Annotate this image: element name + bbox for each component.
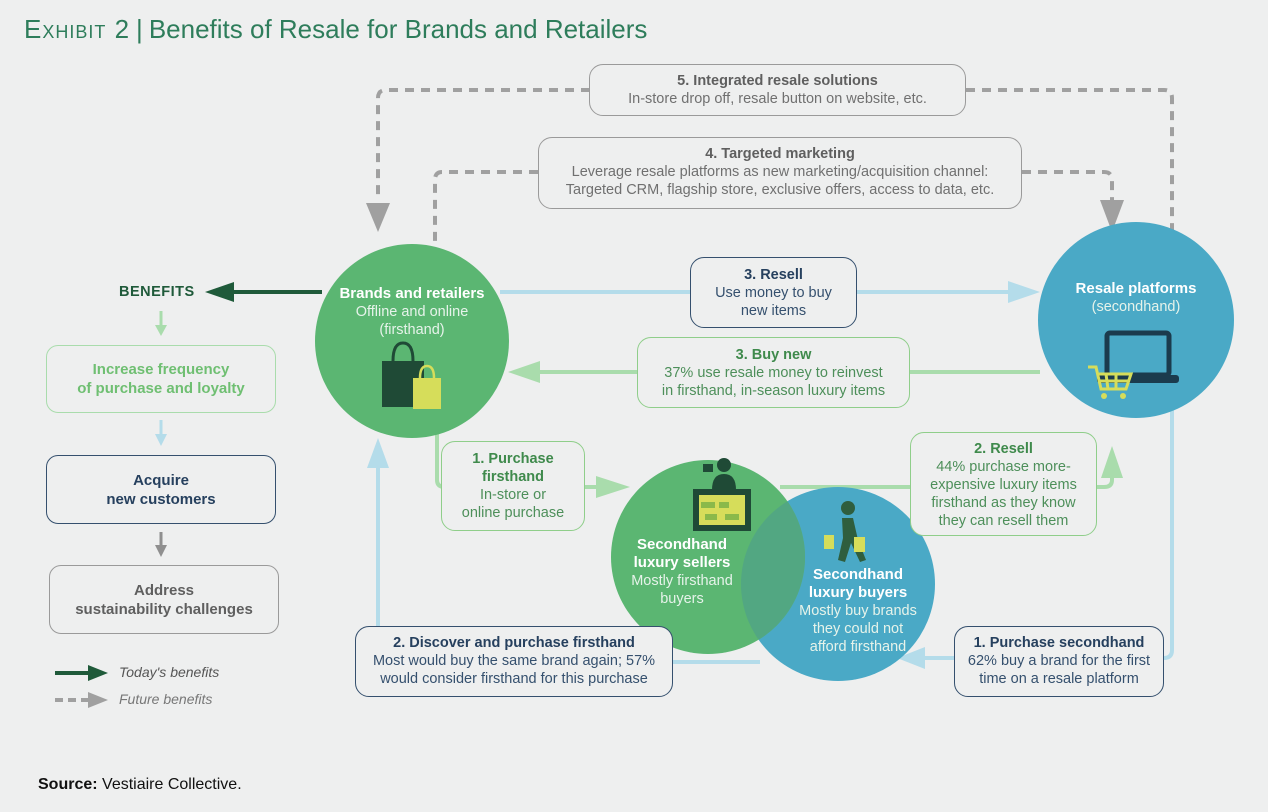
targeted-marketing-line1: Leverage resale platforms as new marketi… [571, 164, 989, 180]
purchase-firsthand-line1: In-store or [479, 487, 547, 503]
sellers-text: Secondhand luxury sellers Mostly firstha… [612, 536, 752, 608]
purchase-second-line [1150, 345, 1174, 660]
sellers-title1: Secondhand [636, 536, 727, 553]
resell-money-line2: new items [740, 303, 807, 319]
buyers-line3: afford firsthand [809, 639, 907, 655]
resell-money-line1: Use money to buy [715, 285, 832, 301]
legend-today-label: Today's benefits [119, 664, 220, 680]
buyers-title1: Secondhand [812, 566, 903, 583]
buyers-line2: they could not [812, 621, 904, 637]
resell-luxury-line3: firsthand as they know [931, 495, 1076, 511]
integrated-resale-title: 5. Integrated resale solutions [677, 73, 878, 89]
resell2-line [780, 475, 1114, 489]
purchase-secondhand-box: 1. Purchase secondhand 62% buy a brand f… [954, 626, 1164, 697]
platforms-circle [1038, 222, 1234, 418]
platforms-text: Resale platforms (secondhand) [1046, 280, 1226, 316]
sellers-line1: Mostly firsthand [631, 573, 733, 589]
buyers-text: Secondhand luxury buyers Mostly buy bran… [783, 566, 933, 656]
title-text: Benefits of Resale for Brands and Retail… [148, 14, 648, 44]
benefit-acquire-box: Acquire new customers [46, 455, 276, 524]
shop-seller-icon [693, 458, 751, 531]
benefits-arrowhead [205, 282, 234, 302]
benefit-sustainability-box: Address sustainability challenges [49, 565, 279, 634]
legend-today-arrow [55, 665, 108, 681]
discover-arrowhead [367, 438, 389, 468]
buyers-title2: luxury buyers [808, 584, 908, 601]
buy-new-line1: 37% use resale money to reinvest [664, 365, 883, 381]
resell-money-title: 3. Resell [744, 267, 803, 283]
source-text: Vestiaire Collective. [102, 776, 242, 793]
benefit-frequency-line2: of purchase and loyalty [77, 380, 245, 397]
integrated-arrowhead [366, 203, 390, 232]
purchase1-arrowhead [596, 476, 630, 498]
resell-luxury-line2: expensive luxury items [930, 477, 1077, 493]
integrated-resale-box: 5. Integrated resale solutions In-store … [589, 64, 966, 116]
targeted-arrow-right [1022, 170, 1114, 200]
walking-shopper-icon [824, 501, 866, 562]
resell2-arrowhead [1101, 446, 1123, 478]
purchase-secondhand-title: 1. Purchase secondhand [973, 635, 1145, 651]
exhibit-number: Exhibit 2 [24, 14, 131, 44]
resell-luxury-line4: they can resell them [938, 513, 1069, 529]
integrated-resale-text: In-store drop off, resale button on webs… [628, 91, 927, 107]
benefit-acquire-line2: new customers [106, 490, 216, 508]
resell3-arrowhead [1008, 281, 1040, 303]
brands-title: Brands and retailers [339, 285, 485, 302]
benefit-frequency-box: Increase frequency of purchase and loyal… [46, 345, 276, 413]
future-arrows [376, 88, 1174, 252]
benefit-acquire-line1: Acquire [133, 471, 189, 489]
benefit-connector-1-head [155, 325, 167, 336]
source-note: Source: Vestiaire Collective. [38, 776, 242, 794]
legend-future-label: Future benefits [119, 691, 213, 707]
integrated-arrow-right [966, 88, 1174, 252]
targeted-marketing-title: 4. Targeted marketing [705, 146, 855, 162]
benefit-frequency-line1: Increase frequency [92, 361, 230, 378]
platforms-title: Resale platforms [1075, 280, 1197, 297]
brands-line2: (firsthand) [379, 322, 445, 338]
benefit-connector-3-head [155, 545, 167, 557]
benefit-sustainability-line1: Address [133, 581, 195, 599]
exhibit-title: Exhibit 2|Benefits of Resale for Brands … [24, 14, 647, 45]
legend-future-arrow [55, 692, 108, 708]
purchase-secondhand-line1: 62% buy a brand for the first [967, 653, 1151, 669]
discover-purchase-box: 2. Discover and purchase firsthand Most … [355, 626, 673, 697]
buyers-line1: Mostly buy brands [799, 603, 917, 619]
purchase-secondhand-line2: time on a resale platform [979, 671, 1139, 687]
targeted-marketing-line2: Targeted CRM, flagship store, exclusive … [565, 182, 995, 198]
integrated-arrow-left [376, 88, 590, 200]
targeted-arrow-left [433, 170, 538, 252]
resell-luxury-box: 2. Resell 44% purchase more- expensive l… [910, 432, 1097, 536]
benefit-sustainability-line2: sustainability challenges [75, 600, 253, 618]
discover-purchase-title: 2. Discover and purchase firsthand [393, 635, 635, 651]
purchase-firsthand-title2: firsthand [481, 469, 545, 485]
shopping-bags-icon [382, 341, 441, 409]
benefits-label: BENEFITS [119, 284, 195, 300]
discover-purchase-line2: would consider firsthand for this purcha… [380, 671, 648, 687]
resell-luxury-title: 2. Resell [974, 441, 1033, 457]
buy-new-box: 3. Buy new 37% use resale money to reinv… [637, 337, 910, 408]
resell-luxury-line1: 44% purchase more- [936, 459, 1071, 475]
purchase-second-arrowhead [897, 647, 925, 669]
buynew-arrowhead [508, 361, 540, 383]
source-label: Source: [38, 776, 98, 793]
purchase-firsthand-title1: 1. Purchase [472, 451, 554, 467]
brands-circle [315, 244, 509, 438]
brands-text: Brands and retailers Offline and online … [322, 285, 502, 339]
platforms-subtitle: (secondhand) [1091, 299, 1181, 315]
targeted-arrowhead [1100, 200, 1124, 232]
title-separator: | [136, 14, 143, 44]
sellers-line2: buyers [660, 591, 704, 607]
purchase-firsthand-box: 1. Purchase firsthand In-store or online… [441, 441, 585, 531]
sellers-title2: luxury sellers [633, 554, 731, 571]
buy-new-title: 3. Buy new [735, 347, 812, 363]
brands-line1: Offline and online [355, 304, 469, 320]
laptop-cart-icon [1088, 330, 1179, 399]
resell-money-box: 3. Resell Use money to buy new items [690, 257, 857, 328]
purchase-firsthand-line2: online purchase [461, 505, 565, 521]
targeted-marketing-box: 4. Targeted marketing Leverage resale pl… [538, 137, 1022, 209]
buy-new-line2: in firsthand, in-season luxury items [661, 383, 886, 399]
benefit-connector-2-head [155, 434, 167, 446]
discover-purchase-line1: Most would buy the same brand again; 57% [372, 653, 656, 669]
